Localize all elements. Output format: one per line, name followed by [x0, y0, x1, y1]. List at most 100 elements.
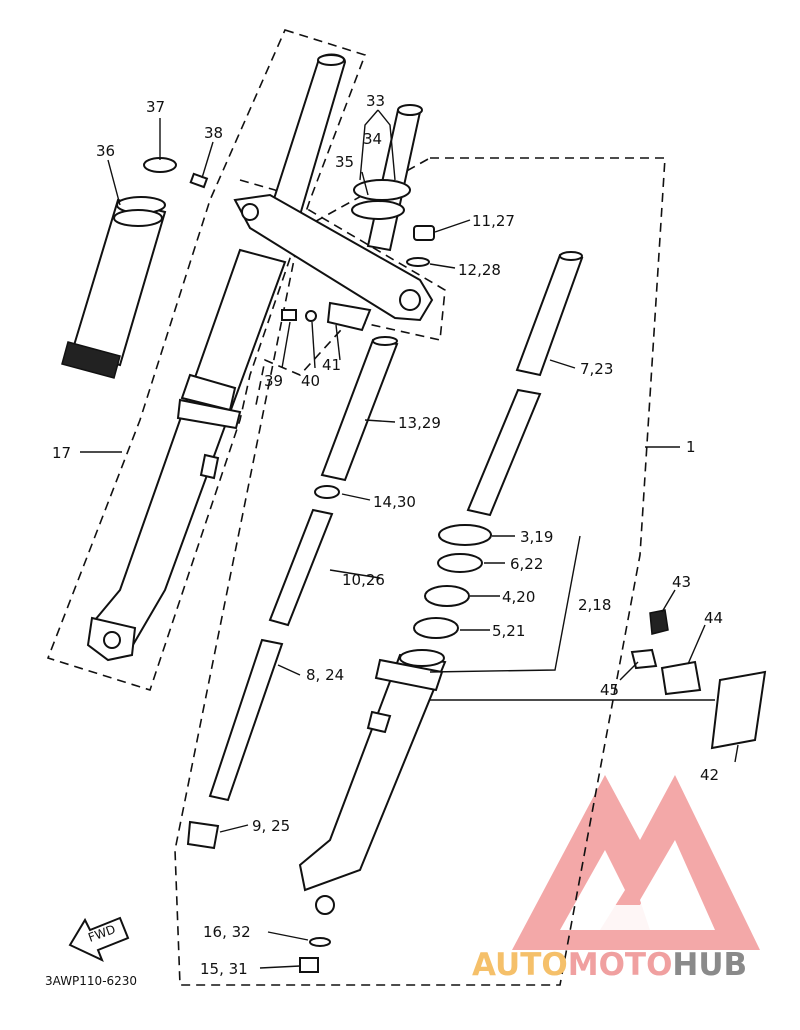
bolt-38: [189, 172, 209, 189]
o-ring: [406, 257, 430, 267]
label-6-22: 6,22: [510, 555, 543, 573]
seal-14-shape: [314, 485, 340, 499]
inner-tube-upper: [515, 253, 584, 377]
watermark-logo: [512, 775, 760, 950]
label-33: 33: [366, 92, 385, 110]
label-1: 1: [686, 438, 696, 456]
seal-14: [314, 485, 340, 499]
outline-right-fork-assembly: [174, 157, 666, 986]
inner-tube-lower: [466, 388, 542, 517]
washer-4: [424, 585, 470, 607]
stem-bearing-lower: [351, 200, 405, 220]
oil-lock-piece: [186, 820, 220, 850]
label-11-27: 11,27: [472, 212, 515, 230]
boot-ring-37: [143, 157, 177, 173]
gasket-16: [309, 937, 331, 947]
label-36: 36: [96, 142, 115, 160]
watermark-hub: HUB: [672, 947, 747, 983]
fork-boot: [61, 196, 167, 379]
bolt-45: [630, 648, 658, 670]
outer-tube-right: [298, 649, 447, 915]
drain-bolt-15: [299, 957, 319, 973]
bushing-5: [413, 617, 459, 639]
holder-41: [326, 301, 372, 332]
oil-lock-9: [186, 820, 220, 850]
leader-lines: [80, 109, 739, 969]
outer-tube-right-top: [399, 649, 445, 667]
fork-boot-ridge: [113, 209, 163, 227]
label-3-19: 3,19: [520, 528, 553, 546]
fwd-arrow: FWD: [68, 916, 130, 962]
cap-bolt-11: [413, 225, 435, 241]
outer-tube-right-collar: [374, 658, 444, 692]
watermark-moto: MOTO: [568, 947, 673, 983]
label-8-24: 8, 24: [306, 666, 344, 684]
inner-tube-top: [559, 251, 583, 261]
steering-stem: [351, 104, 423, 252]
axle-hole-right: [315, 895, 335, 915]
fork-bracket-left: [176, 398, 242, 430]
bolt-39: [281, 309, 297, 321]
watermark-brand: AUTOMOTOHUB: [472, 947, 747, 983]
tube-top-left: [317, 54, 345, 66]
label-39: 39: [264, 372, 283, 390]
under-bracket: [233, 193, 434, 322]
bolt-16-15: [299, 937, 331, 973]
label-2-18: 2,18: [578, 596, 611, 614]
label-12-28: 12,28: [458, 261, 501, 279]
fork-spring: [268, 508, 334, 627]
label-9-25: 9, 25: [252, 817, 290, 835]
washer-40: [305, 310, 317, 322]
spring-10: [268, 508, 334, 627]
label-34: 34: [363, 130, 382, 148]
label-38: 38: [204, 124, 223, 142]
label-13-29: 13,29: [398, 414, 441, 432]
inner-tube-right: [466, 251, 584, 517]
watermark-inner-mark: [600, 880, 690, 930]
label-14-30: 14,30: [373, 493, 416, 511]
label-7-23: 7,23: [580, 360, 613, 378]
label-4-20: 4,20: [502, 588, 535, 606]
reflector-tab-right: [366, 710, 392, 734]
label-10-26: 10,26: [342, 571, 385, 589]
label-40: 40: [301, 372, 320, 390]
stem-bearing-upper: [353, 179, 411, 201]
label-15-31: 15, 31: [200, 960, 248, 978]
nut-43: [649, 609, 669, 635]
oil-seal-6: [437, 553, 483, 573]
bracket-44: [660, 660, 702, 696]
small-bolt: [189, 172, 209, 189]
damper-rod-8: [208, 638, 284, 802]
label-5-21: 5,21: [492, 622, 525, 640]
label-43: 43: [672, 573, 691, 591]
label-37: 37: [146, 98, 165, 116]
outline-left-fork-assembly: [46, 29, 367, 691]
reflector-42: [710, 670, 767, 750]
left-fork-leg: [86, 53, 347, 662]
label-41: 41: [322, 356, 341, 374]
label-45: 45: [600, 681, 619, 699]
shaft-top: [397, 104, 423, 116]
label-42: 42: [700, 766, 719, 784]
damper-rod: [208, 638, 284, 802]
label-35: 35: [335, 153, 354, 171]
bracket-plate: [233, 193, 434, 322]
spacer-top: [372, 336, 398, 346]
o-ring-12: [406, 257, 430, 267]
axle-hole-left: [103, 631, 121, 649]
label-44: 44: [704, 609, 723, 627]
part-labels: 37 38 36 33 34 35 11,27 12,28 7,23 41 39…: [45, 92, 723, 988]
cap-bolt: [413, 225, 435, 241]
watermark-triangle-shape: [512, 775, 760, 950]
label-17: 17: [52, 444, 71, 462]
outer-tube-right-body: [298, 653, 447, 892]
fork-tab-left: [199, 453, 220, 480]
outline-bracket-region: [239, 179, 446, 411]
diagram-code: 3AWP110-6230: [45, 974, 137, 988]
watermark-auto: AUTO: [472, 947, 568, 983]
clamp-ring: [143, 157, 177, 173]
clip-3: [438, 524, 492, 546]
bracket-clamp-right: [399, 289, 421, 311]
label-16-32: 16, 32: [203, 923, 251, 941]
